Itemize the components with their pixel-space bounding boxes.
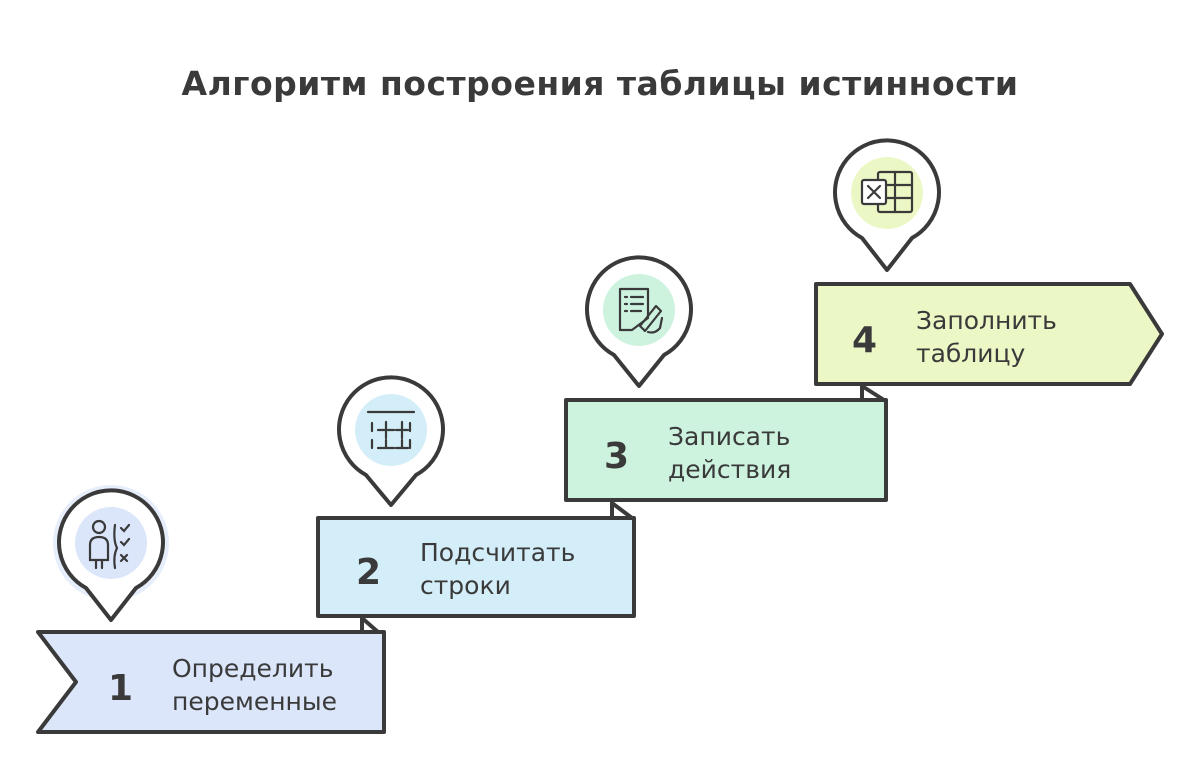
step-2-ribbon <box>316 516 636 618</box>
step-2-label-line2: строки <box>420 571 511 600</box>
step-4-pin <box>833 138 941 272</box>
step-2-pin <box>337 375 445 507</box>
step-4-label-line1: Заполнить <box>916 306 1057 335</box>
step-3-label-line1: Записать <box>668 422 790 451</box>
step-1-number: 1 <box>108 668 133 709</box>
spreadsheet-icon <box>860 170 914 214</box>
document-pen-icon <box>618 287 664 334</box>
step-1-pin <box>53 485 169 622</box>
step-1: 1 Определить переменные <box>36 485 386 734</box>
step-1-label-line1: Определить <box>172 654 333 683</box>
step-4-label-line2: таблицу <box>916 339 1026 368</box>
step-3-pin <box>585 255 693 388</box>
step-3-ribbon <box>564 398 888 502</box>
step-1-ribbon <box>36 630 386 734</box>
table-grid-icon <box>366 410 416 450</box>
person-checklist-icon <box>88 519 131 570</box>
step-2-number: 2 <box>356 552 381 593</box>
step-3-label-line2: действия <box>668 455 791 484</box>
step-2-label-line1: Подсчитать <box>420 538 575 567</box>
step-3: 3 Записать действия <box>564 255 888 502</box>
step-2: 2 Подсчитать строки <box>316 375 636 618</box>
step-3-number: 3 <box>604 436 629 477</box>
step-1-label-line2: переменные <box>172 687 337 716</box>
step-4: 4 Заполнить таблицу <box>814 138 1164 386</box>
step-4-number: 4 <box>852 320 877 361</box>
diagram-title: Алгоритм построения таблицы истинности <box>181 64 1019 103</box>
step-4-ribbon <box>814 282 1164 386</box>
